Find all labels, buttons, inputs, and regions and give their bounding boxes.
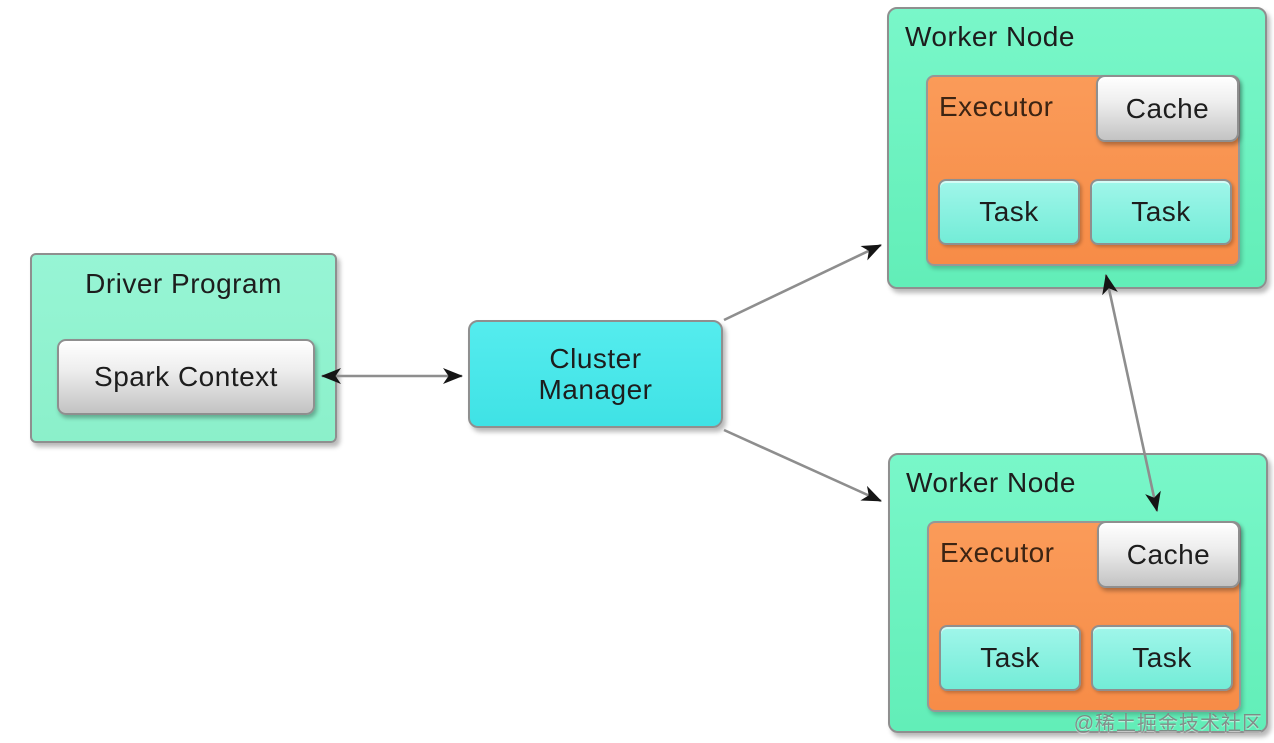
cache-node: Cache [1096,75,1239,142]
task-node: Task [1091,625,1233,691]
executor-label: Executor [940,537,1055,568]
driver-program-node: Driver Program Spark Context [30,253,337,443]
arrow-clustermanager-workerbottom [723,428,882,503]
cache-node: Cache [1097,521,1240,588]
executor-label: Executor [939,91,1054,122]
watermark-text: @稀土掘金技术社区 [1073,713,1263,735]
task-node: Task [1090,179,1232,245]
task-node: Task [938,179,1080,245]
task-node: Task [939,625,1081,691]
spark-context-node: Spark Context [57,339,315,415]
worker-node-title: Worker Node [906,467,1076,498]
worker-node-bottom: Worker Node Executor Cache Task Task [888,453,1268,733]
driver-program-title: Driver Program [85,268,282,299]
cluster-manager-title: Cluster Manager [538,343,653,405]
executor-box: Executor Cache Task Task [926,75,1240,266]
worker-node-top: Worker Node Executor Cache Task Task [887,7,1267,289]
arrow-clustermanager-workertop [723,243,882,322]
executor-box: Executor Cache Task Task [927,521,1241,712]
worker-node-title: Worker Node [905,21,1075,52]
cluster-manager-node: Cluster Manager [468,320,723,428]
